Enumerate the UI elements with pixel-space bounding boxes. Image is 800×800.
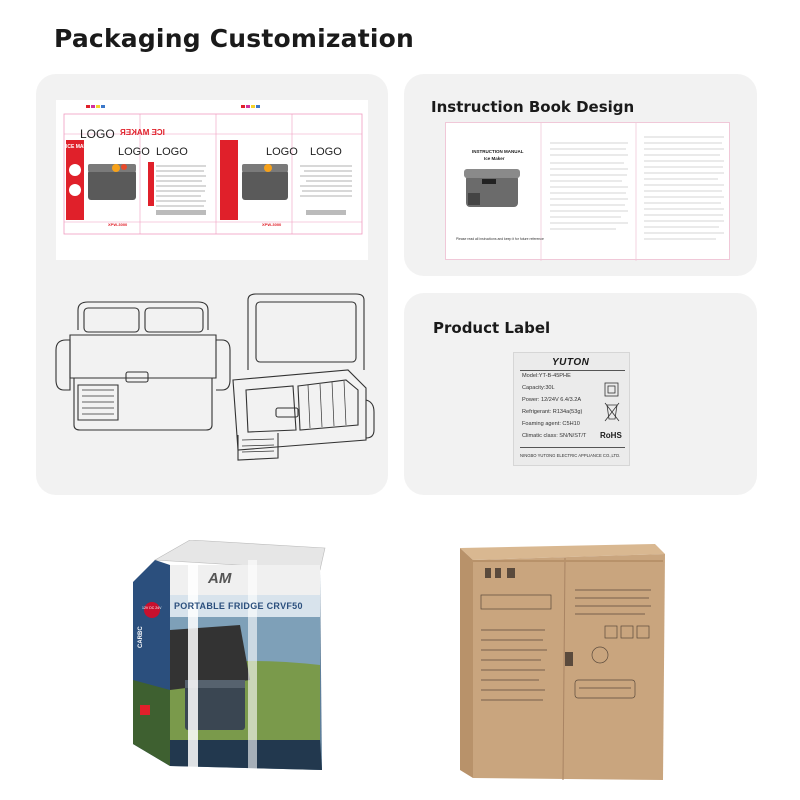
model-code: XPW-3000 <box>262 222 282 227</box>
label-brand: YUTON <box>552 357 590 368</box>
fridge-line-drawing <box>48 290 378 470</box>
corrugated-box-photo <box>455 540 665 781</box>
class-ii-icon <box>604 382 619 397</box>
label-capacity: Capacity:30L <box>522 385 555 391</box>
weee-bin-icon <box>604 402 620 422</box>
packaging-dieline: LOGO ICE MAKER LOGO LOGO LOGO LOGO ICE M… <box>56 100 368 260</box>
label-symbols <box>604 382 620 422</box>
box-side-badge: 12V DC 24V <box>142 606 162 610</box>
open-fridge-drawing <box>232 293 375 461</box>
label-foaming-agent: Foaming agent: C5H10 <box>522 421 580 427</box>
manual-title: INSTRUCTION MANUAL <box>472 149 524 154</box>
mirrored-logo-text: ICE MAKER <box>120 128 165 137</box>
manual-footer-note: Please read all instructions and keep it… <box>456 237 544 241</box>
dieline-graphic <box>63 105 363 235</box>
logo-text: LOGO <box>266 146 298 158</box>
box-brand-text: AM <box>208 570 232 587</box>
page-title: Packaging Customization <box>54 24 414 53</box>
label-refrigerant: Refrigerant: R134a(53g) <box>522 409 583 415</box>
label-climatic-class: Climatic class: SN/N/ST/T <box>522 433 587 439</box>
box-side-logo: CARBC <box>138 626 144 648</box>
printed-box-photo: AM PORTABLE FRIDGE CRVF50 CARBC 12V DC 2… <box>130 539 330 770</box>
logo-text: LOGO <box>156 146 188 158</box>
product-label-heading: Product Label <box>433 319 551 337</box>
label-power: Power: 12/24V 6.4/3.2A <box>522 397 582 403</box>
label-model: Model:YT-B-45PHE <box>522 373 571 379</box>
label-manufacturer: NINGBO YUTONG ELECTRIC APPLIANCE CO.,LTD… <box>520 453 621 458</box>
instruction-book-heading: Instruction Book Design <box>431 98 635 116</box>
logo-text: LOGO <box>310 146 342 158</box>
manual-subtitle: Ice Maker <box>484 156 505 161</box>
box-product-title: PORTABLE FRIDGE CRVF50 <box>174 601 303 611</box>
instruction-booklet-spread: INSTRUCTION MANUAL Ice Maker Please read… <box>445 122 730 261</box>
logo-text: LOGO <box>118 146 150 158</box>
product-rating-label: YUTON Model:YT-B-45PHE Capacity:30L Powe… <box>513 352 630 466</box>
logo-text: LOGO <box>80 127 115 141</box>
model-code: XPW-3000 <box>108 222 128 227</box>
closed-fridge-drawing <box>55 301 231 431</box>
ice-maker-label: ICE MAKER <box>66 144 95 150</box>
rohs-mark: RoHS <box>600 431 622 440</box>
